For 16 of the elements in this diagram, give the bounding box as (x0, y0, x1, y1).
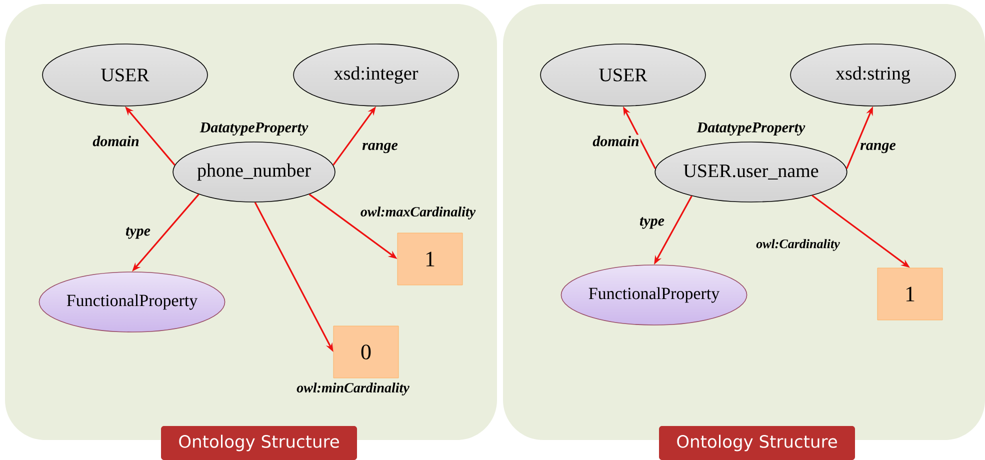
value-box: 1 (397, 232, 463, 286)
edge-label: domain (92, 134, 140, 148)
edge-label: type (638, 216, 666, 230)
edge-label: range (859, 142, 897, 154)
value-box: 0 (333, 326, 399, 378)
edge-label: owl:minCardinality (296, 382, 410, 396)
property-type-label: DatatypeProperty (696, 122, 806, 136)
caption-button: Ontology Structure (659, 426, 855, 460)
edge-label: range (361, 142, 399, 154)
caption-button: Ontology Structure (161, 426, 357, 460)
edge-label: owl:maxCardinality (359, 206, 477, 220)
edge-label: domain (592, 134, 640, 148)
edge-label: type (124, 226, 152, 240)
value-box: 1 (877, 268, 943, 320)
edge-label: owl:Cardinality (755, 238, 841, 252)
property-type-label: DatatypeProperty (200, 122, 308, 136)
